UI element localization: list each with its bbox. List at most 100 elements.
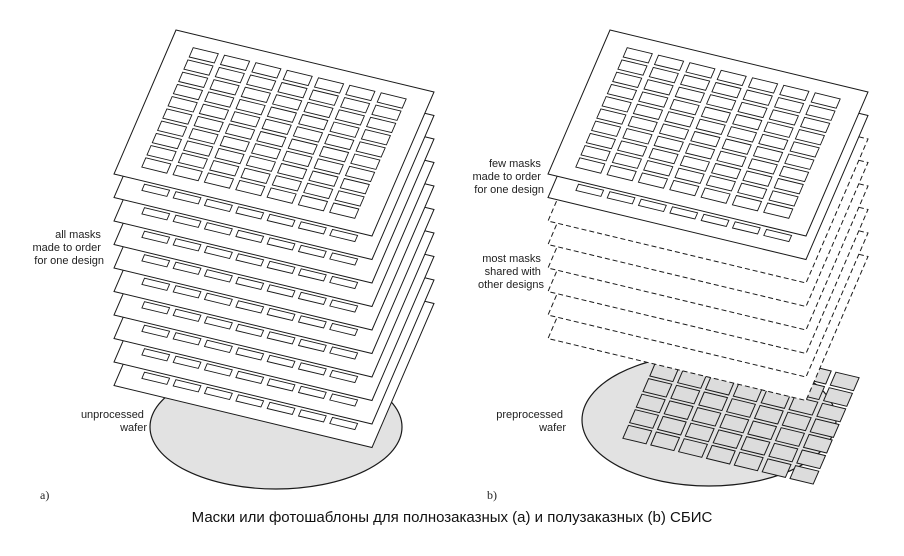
chip-cell <box>235 98 266 116</box>
chip-cell <box>177 152 209 169</box>
chip-cell <box>266 106 298 123</box>
label-all-masks: all masks made to order for one design <box>32 229 104 267</box>
chip-cell <box>266 401 296 416</box>
chip-cell <box>204 91 235 108</box>
wafer-chip <box>747 420 778 441</box>
chip-cell <box>653 135 684 153</box>
label-few-masks-line3: for one design <box>474 184 544 196</box>
chip-cell <box>266 260 296 275</box>
chip-cell <box>643 160 674 177</box>
wafer-chip <box>809 418 840 438</box>
chip-cell <box>235 229 265 244</box>
chip-cell <box>690 130 721 148</box>
chip-cell <box>622 47 653 64</box>
wafer-chip <box>733 451 764 472</box>
chip-cell <box>266 213 296 228</box>
chip-cell <box>669 206 699 220</box>
chip-cell <box>355 141 386 158</box>
chip-cell <box>637 198 667 213</box>
chip-cell <box>606 164 637 182</box>
chip-cell <box>742 89 773 106</box>
chip-cell <box>203 292 233 307</box>
chip-cell <box>700 187 731 204</box>
chip-cell <box>308 170 339 187</box>
chip-cell <box>287 138 318 155</box>
chip-cell <box>209 160 240 177</box>
wafer-chip <box>719 413 750 434</box>
wafer-chip <box>789 465 820 485</box>
wafer-chip <box>774 427 806 447</box>
chip-cell <box>742 170 773 187</box>
chip-cell <box>784 153 815 170</box>
wafer-chip <box>816 402 847 423</box>
chip-cell <box>679 74 711 91</box>
wafer-chip <box>781 411 812 432</box>
chip-cell <box>276 162 308 180</box>
chip-cell <box>763 121 794 138</box>
chip-cell <box>297 194 329 212</box>
panel-a-letter: a) <box>40 488 49 502</box>
chip-cell <box>763 202 794 219</box>
chip-cell <box>203 316 233 330</box>
chip-cell <box>245 155 277 172</box>
label-unprocessed-wafer: unprocessed wafer <box>81 409 147 434</box>
chip-cell <box>203 363 233 377</box>
label-shared-masks: most masks shared with other designs <box>478 253 545 291</box>
chip-cell <box>172 379 202 393</box>
chip-cell <box>235 300 265 314</box>
chip-cell <box>329 369 359 384</box>
chip-cell <box>203 245 233 260</box>
chip-cell <box>324 133 355 151</box>
chip-cell <box>732 113 763 131</box>
chip-cell <box>679 155 711 172</box>
panel-b: few masks made to order for one design m… <box>472 29 869 502</box>
chip-cell <box>141 277 171 291</box>
chip-cell <box>172 308 202 322</box>
wafer-chip <box>796 449 827 470</box>
chip-cell <box>789 141 820 158</box>
chip-cell <box>810 92 841 109</box>
chip-cell <box>162 108 193 125</box>
chip-cell <box>773 97 805 114</box>
chip-cell <box>799 116 831 134</box>
chip-cell <box>737 182 768 200</box>
chip-cell <box>203 386 233 401</box>
chip-cell <box>203 172 235 189</box>
chip-cell <box>297 362 327 376</box>
chip-cell <box>250 143 282 160</box>
chip-cell <box>371 104 402 121</box>
wafer-chip <box>705 444 736 465</box>
chip-cell <box>669 179 700 197</box>
chip-cell <box>345 84 376 102</box>
chip-cell <box>172 214 202 228</box>
chip-cell <box>297 244 327 259</box>
chip-cell <box>329 252 359 266</box>
chip-cell <box>203 222 233 236</box>
chip-cell <box>575 183 605 197</box>
chip-cell <box>747 77 779 94</box>
chip-cell <box>758 133 789 151</box>
chip-cell <box>684 143 716 160</box>
chip-cell <box>141 301 171 315</box>
chip-cell <box>747 158 778 175</box>
chip-cell <box>585 132 617 150</box>
chip-cell <box>256 130 287 148</box>
chip-cell <box>596 108 627 125</box>
chip-cell <box>203 339 233 354</box>
wafer-chip <box>753 404 784 425</box>
chip-cell <box>198 103 230 121</box>
label-shared-masks-line2: shared with <box>485 266 541 278</box>
mask-stack-a <box>113 29 435 449</box>
mask-plate-b-custom <box>547 29 869 237</box>
wafer-chip <box>670 384 701 405</box>
chip-cell <box>601 96 632 113</box>
label-few-masks: few masks made to order for one design <box>472 158 544 196</box>
chip-cell <box>617 59 648 76</box>
chip-cell <box>334 109 366 126</box>
chip-cell <box>313 158 344 175</box>
chip-cell <box>141 207 171 221</box>
chip-cell <box>209 79 240 96</box>
label-preprocessed-wafer: preprocessed wafer <box>496 409 566 434</box>
chip-cell <box>172 355 202 369</box>
mask-plate-a-outline <box>113 29 435 237</box>
